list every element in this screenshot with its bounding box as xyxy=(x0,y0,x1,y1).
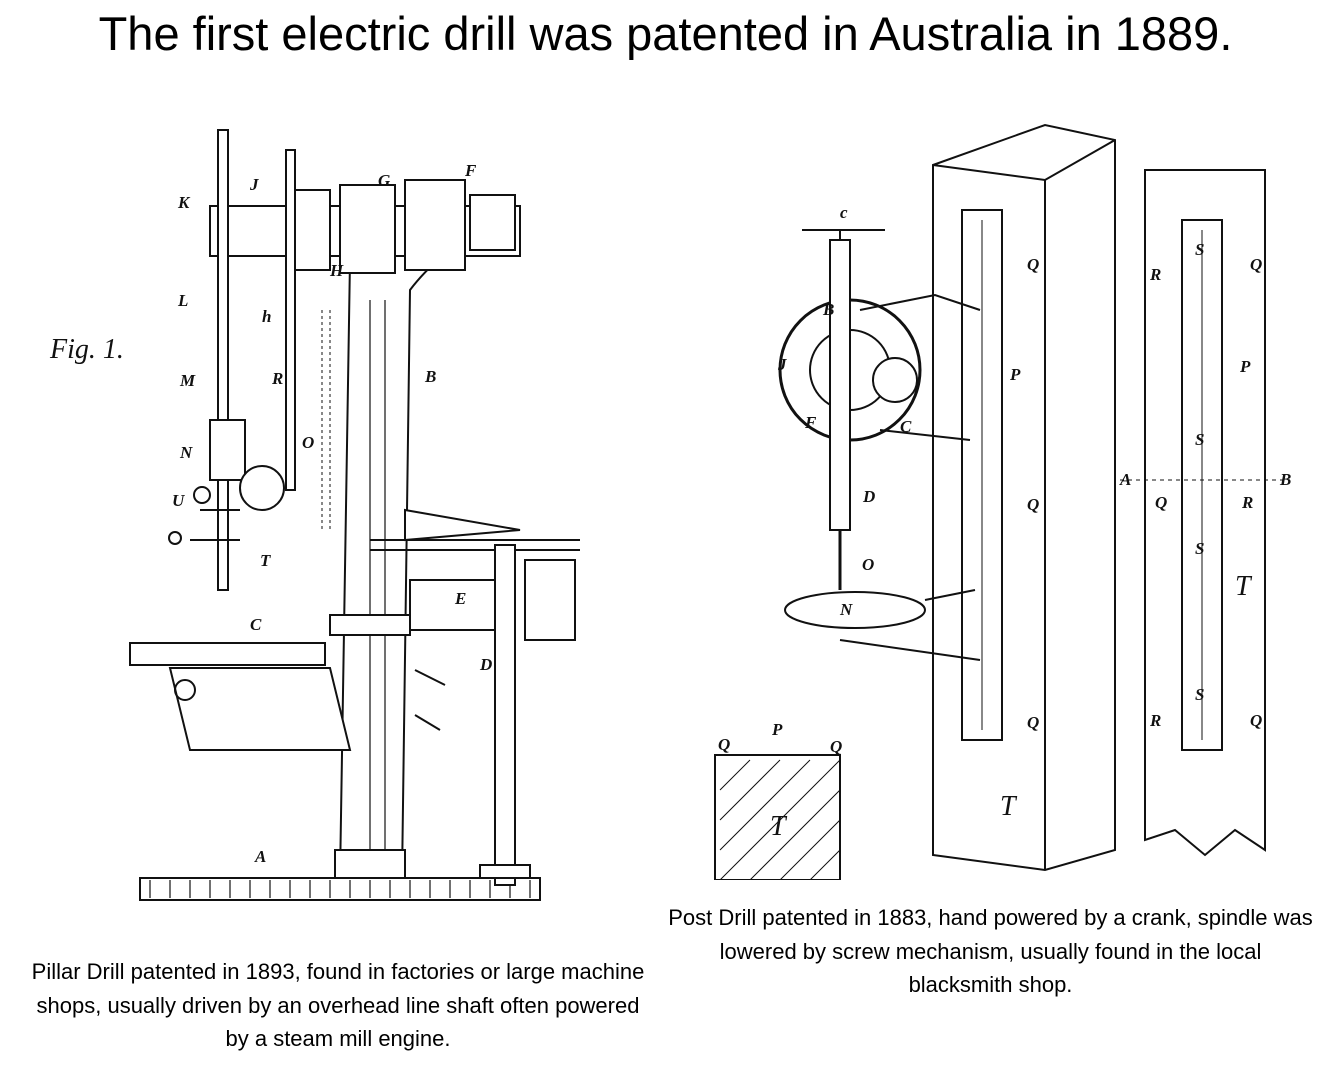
svg-text:S: S xyxy=(1195,240,1204,259)
svg-text:R: R xyxy=(271,369,283,388)
svg-text:C: C xyxy=(250,615,262,634)
svg-text:F: F xyxy=(464,161,477,180)
svg-text:O: O xyxy=(302,433,314,452)
svg-text:A: A xyxy=(254,847,266,866)
svg-text:G: G xyxy=(378,171,391,190)
svg-text:h: h xyxy=(262,307,271,326)
svg-text:Q: Q xyxy=(1027,713,1039,732)
svg-text:E: E xyxy=(454,589,466,608)
svg-text:S: S xyxy=(1195,430,1204,449)
svg-text:Q: Q xyxy=(1155,493,1167,512)
svg-text:D: D xyxy=(862,487,875,506)
svg-text:T: T xyxy=(260,551,271,570)
svg-text:F: F xyxy=(804,413,817,432)
pillar-drill-caption: Pillar Drill patented in 1893, found in … xyxy=(31,959,645,1051)
svg-text:U: U xyxy=(172,491,185,510)
svg-text:c: c xyxy=(840,203,848,222)
svg-text:R: R xyxy=(1149,711,1161,730)
svg-text:T: T xyxy=(1235,571,1253,602)
svg-text:R: R xyxy=(1149,265,1161,284)
svg-text:Q: Q xyxy=(718,735,730,754)
fig-1-label: Fig. 1. xyxy=(49,334,124,365)
svg-text:B: B xyxy=(822,300,834,319)
svg-text:B: B xyxy=(424,367,436,386)
svg-text:N: N xyxy=(839,600,853,619)
post-drill-illustration: c B J F C D O N P Q Q Q R Q P S A B Q R … xyxy=(690,110,1310,880)
svg-text:O: O xyxy=(862,555,874,574)
svg-text:J: J xyxy=(777,355,787,374)
pillar-drill-illustration: Fig. 1. K J G F H L h M R B N U O T C E … xyxy=(40,110,640,910)
svg-text:Q: Q xyxy=(1027,255,1039,274)
svg-text:Q: Q xyxy=(1250,711,1262,730)
svg-text:S: S xyxy=(1195,685,1204,704)
svg-text:Q: Q xyxy=(1250,255,1262,274)
svg-text:Q: Q xyxy=(830,737,842,756)
svg-text:J: J xyxy=(249,175,259,194)
svg-text:P: P xyxy=(1009,365,1021,384)
svg-text:B: B xyxy=(1279,470,1291,489)
svg-text:N: N xyxy=(179,443,193,462)
post-drill-caption: Post Drill patented in 1883, hand powere… xyxy=(668,905,1313,997)
svg-text:K: K xyxy=(177,193,191,212)
svg-text:T: T xyxy=(770,811,788,842)
svg-text:M: M xyxy=(179,371,196,390)
svg-text:C: C xyxy=(900,417,912,436)
page-title: The first electric drill was patented in… xyxy=(98,7,1233,60)
svg-text:A: A xyxy=(1119,470,1131,489)
svg-text:Q: Q xyxy=(1027,495,1039,514)
svg-text:T: T xyxy=(1000,791,1018,822)
svg-text:P: P xyxy=(1239,357,1251,376)
svg-text:D: D xyxy=(479,655,492,674)
svg-text:P: P xyxy=(771,720,783,739)
svg-text:S: S xyxy=(1195,539,1204,558)
svg-text:R: R xyxy=(1241,493,1253,512)
svg-text:H: H xyxy=(329,261,344,280)
svg-text:L: L xyxy=(177,291,188,310)
